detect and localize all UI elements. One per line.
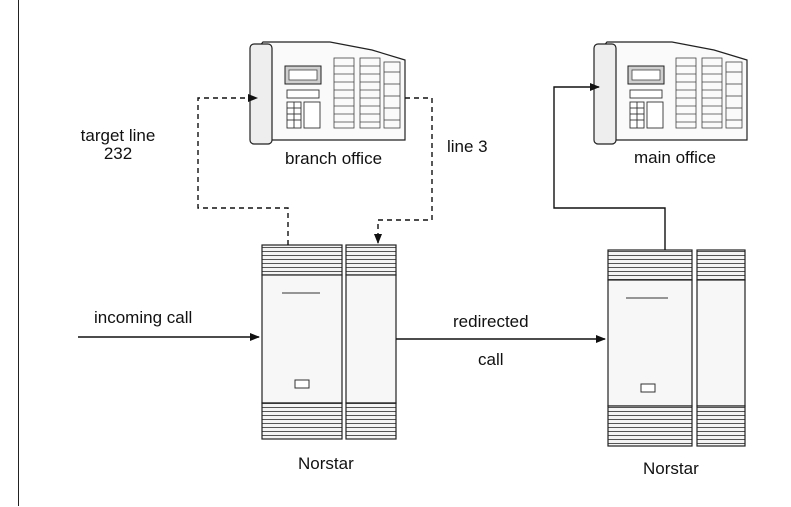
line-3-label: line 3 [447, 137, 488, 156]
target-line-number: 232 [103, 144, 133, 163]
norstar-right-label: Norstar [643, 459, 699, 478]
norstar-unit-right-icon [607, 249, 746, 447]
line-3-connector [374, 97, 433, 244]
branch-office-phone-icon [249, 41, 406, 145]
redirected-label: redirected [453, 312, 529, 331]
call-label: call [478, 350, 504, 369]
diagram-frame [18, 0, 791, 506]
incoming-call-label: incoming call [94, 308, 193, 327]
target-line-label: target line 232 [78, 126, 158, 164]
target-line-connector [197, 94, 289, 245]
norstar-left-label: Norstar [298, 454, 354, 473]
main-office-connector [553, 83, 666, 250]
branch-office-label: branch office [285, 149, 383, 168]
norstar-unit-left-icon [261, 244, 397, 440]
main-office-phone-icon [593, 41, 748, 145]
target-line-text: target line [80, 126, 156, 145]
main-office-label: main office [634, 148, 716, 167]
